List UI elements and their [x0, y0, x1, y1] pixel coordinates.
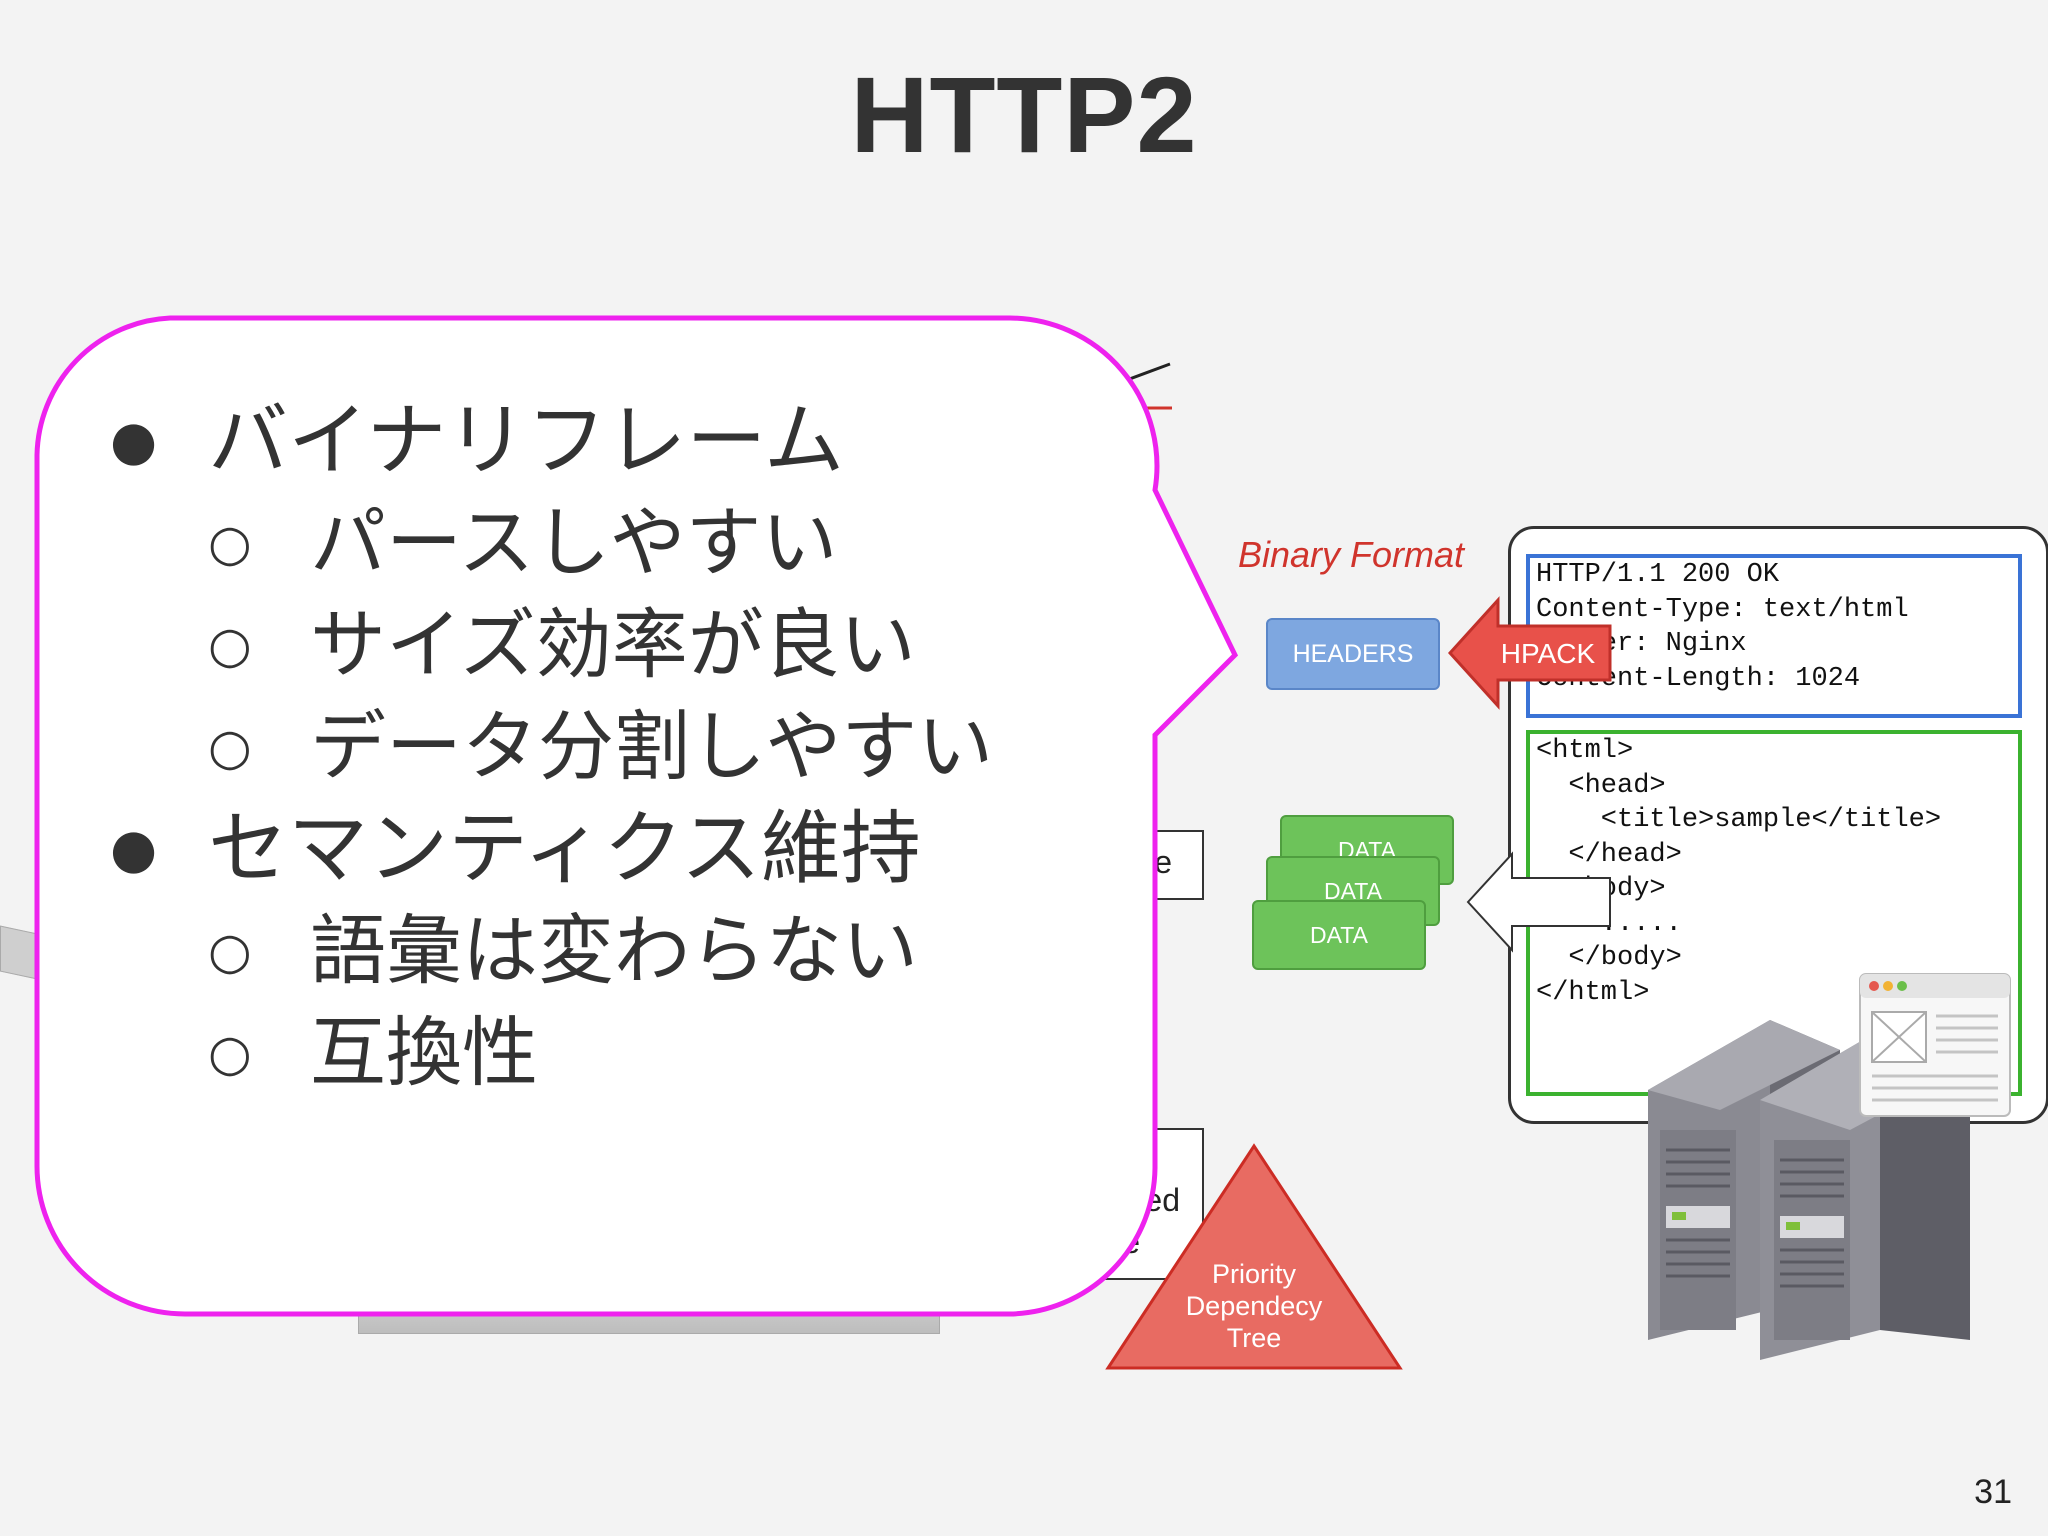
item-text: セマンティクス維持: [208, 802, 921, 895]
priority-line-2: Dependecy: [1186, 1291, 1323, 1321]
priority-line-3: Tree: [1227, 1323, 1282, 1353]
item-text: データ分割しやすい: [310, 702, 994, 791]
bullet-hollow-icon: ○: [208, 514, 252, 572]
priority-line-1: Priority: [1212, 1259, 1297, 1289]
bullet-filled-icon: ●: [110, 817, 158, 880]
bullet-hollow-icon: ○: [208, 718, 252, 776]
frame-fragment-top: e: [1154, 844, 1172, 880]
hpack-label: HPACK: [1501, 638, 1596, 669]
headers-frame: HEADERS: [1266, 618, 1440, 690]
bullet-filled-icon: ●: [110, 409, 158, 472]
http-headers-code: HTTP/1.1 200 OK Content-Type: text/html …: [1526, 554, 2022, 718]
item-text: サイズ効率が良い: [310, 600, 916, 689]
browser-window-icon: [1859, 973, 2011, 1117]
data-frame-3: DATA: [1252, 900, 1426, 970]
data-arrow: [1466, 851, 1611, 953]
priority-tree-triangle: Priority Dependecy Tree: [1105, 1143, 1403, 1370]
item-text: パースしやすい: [310, 498, 838, 587]
item-text: 互換性: [310, 1008, 538, 1097]
hpack-arrow: HPACK: [1448, 596, 1612, 710]
bullet-hollow-icon: ○: [208, 922, 252, 980]
bullet-hollow-icon: ○: [208, 616, 252, 674]
binary-format-label: Binary Format: [1238, 534, 1465, 575]
item-text: バイナリフレーム: [208, 394, 844, 487]
slide-title: HTTP2: [850, 54, 1198, 175]
item-text: 語彙は変わらない: [310, 906, 918, 995]
page-number: 31: [1974, 1473, 2012, 1511]
bullet-hollow-icon: ○: [208, 1024, 252, 1082]
